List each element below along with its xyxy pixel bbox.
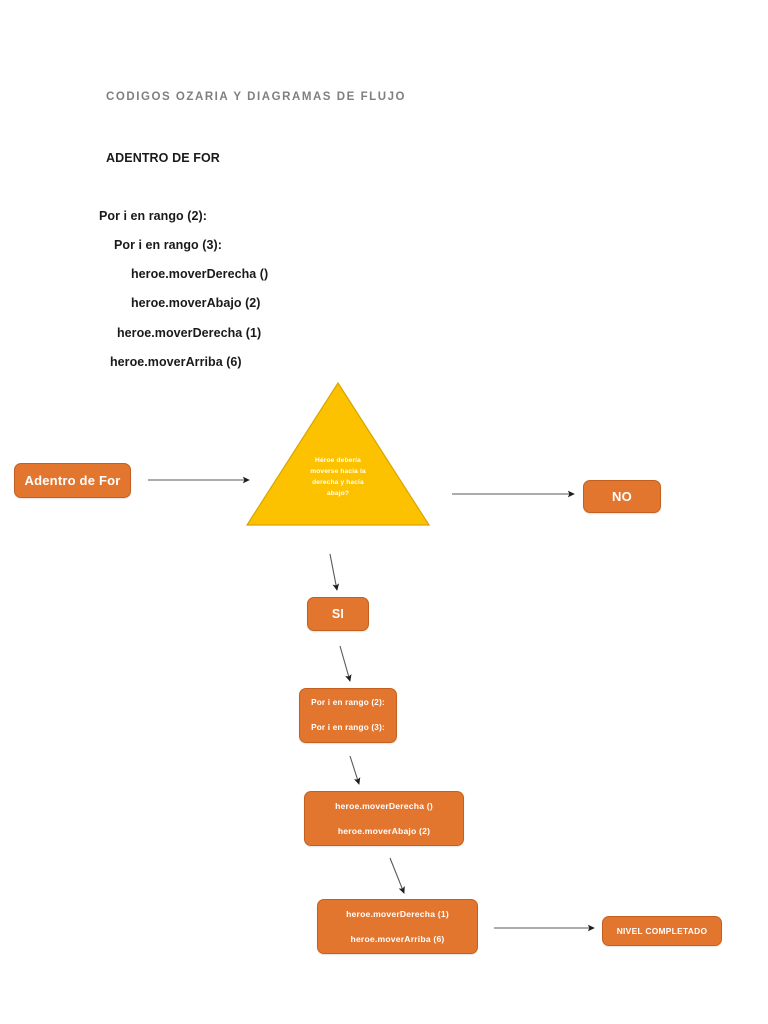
code-line-2: Por i en rango (3): xyxy=(114,238,222,252)
code-line-6: heroe.moverArriba (6) xyxy=(110,355,242,369)
decision-triangle-shape xyxy=(245,381,431,526)
flow-node-no-label: NO xyxy=(612,489,632,504)
flow-node-si[interactable]: SI xyxy=(307,597,369,631)
connector-decision-to-si xyxy=(329,553,340,591)
flow-node-si-label: SI xyxy=(331,607,345,621)
flow-node-loops[interactable]: Por i en rango (2): Por i en rango (3): xyxy=(299,688,397,743)
connector-moves1-to-moves2 xyxy=(389,857,405,894)
flow-node-completed[interactable]: NIVEL COMPLETADO xyxy=(602,916,722,946)
connector-loops-to-moves1 xyxy=(349,755,361,785)
code-line-3: heroe.moverDerecha () xyxy=(131,267,269,281)
flow-node-start[interactable]: Adentro de For xyxy=(14,463,131,498)
flow-node-start-label: Adentro de For xyxy=(24,473,121,488)
flow-node-loops-line-2: Por i en rango (3): xyxy=(311,722,385,732)
flow-node-moves-1-line-2: heroe.moverAbajo (2) xyxy=(337,825,431,836)
flow-node-moves-1-line-1: heroe.moverDerecha () xyxy=(335,800,433,811)
flow-node-moves-2[interactable]: heroe.moverDerecha (1) heroe.moverArriba… xyxy=(317,899,478,954)
flow-node-decision[interactable]: Héroe debería moverse hacia la derecha y… xyxy=(243,379,433,529)
page-title: CODIGOS OZARIA Y DIAGRAMAS DE FLUJO xyxy=(106,91,407,103)
flow-node-loops-line-1: Por i en rango (2): xyxy=(311,698,385,708)
code-line-5: heroe.moverDerecha (1) xyxy=(117,326,262,340)
flow-node-no[interactable]: NO xyxy=(583,480,661,513)
code-line-1: Por i en rango (2): xyxy=(99,209,207,223)
flow-node-moves-2-line-1: heroe.moverDerecha (1) xyxy=(346,908,449,919)
code-line-4: heroe.moverAbajo (2) xyxy=(131,296,261,310)
flow-node-moves-1[interactable]: heroe.moverDerecha () heroe.moverAbajo (… xyxy=(304,791,464,846)
flow-node-completed-label: NIVEL COMPLETADO xyxy=(616,926,708,936)
section-heading: ADENTRO DE FOR xyxy=(106,151,220,165)
flow-node-moves-2-line-2: heroe.moverArriba (6) xyxy=(350,933,445,944)
connector-si-to-loops xyxy=(339,645,352,682)
